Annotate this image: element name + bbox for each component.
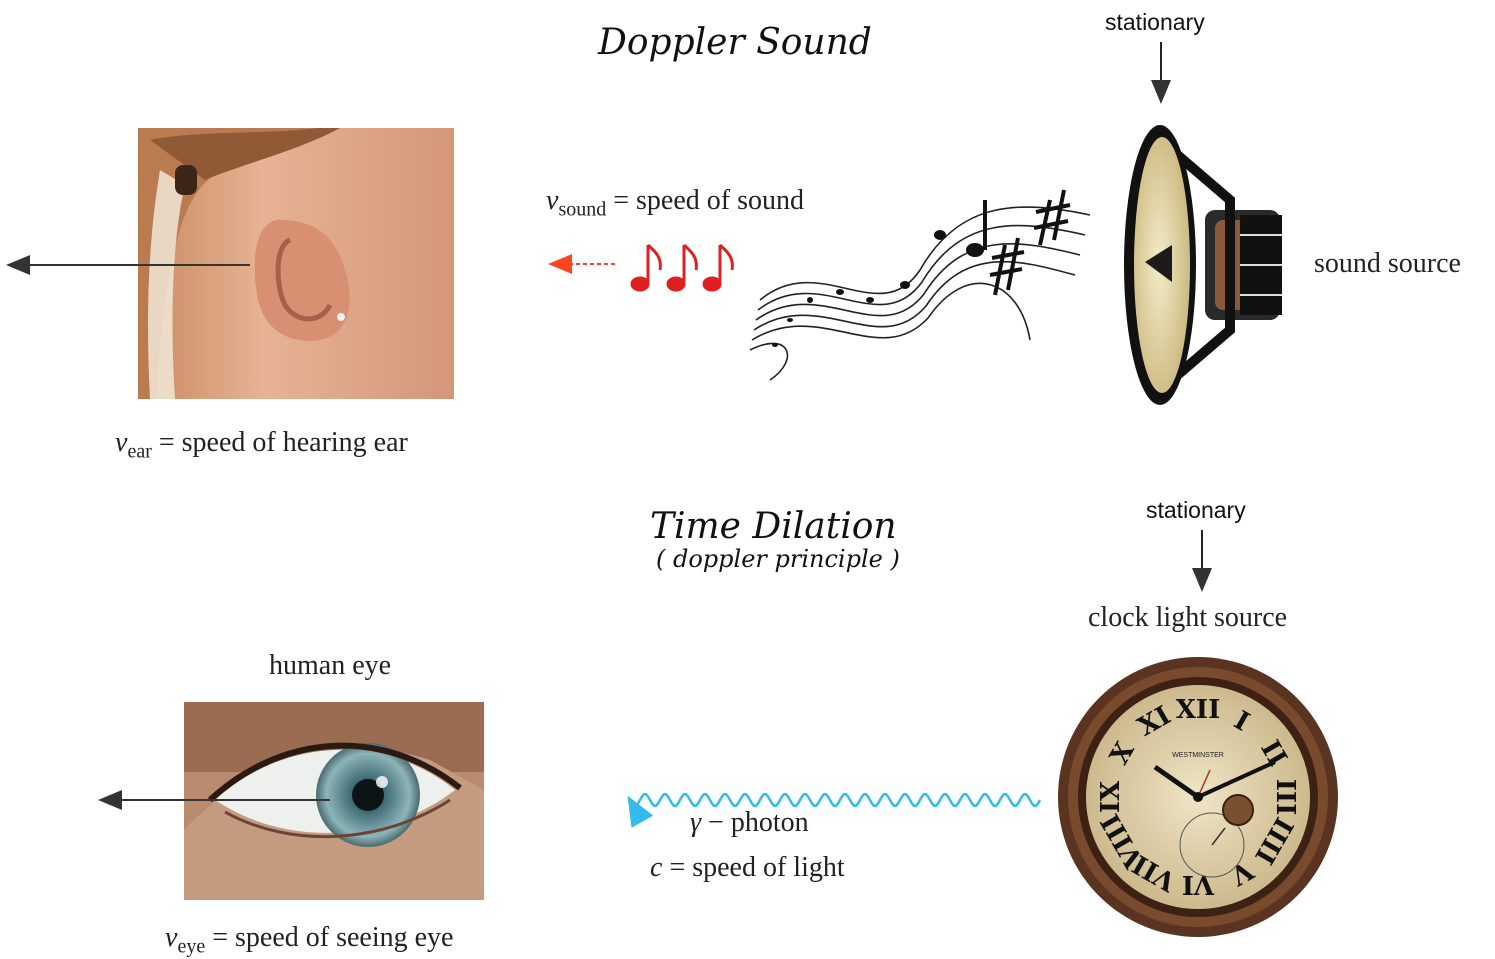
doppler-title: Doppler Sound — [598, 22, 872, 63]
clock-stationary-label: stationary — [1146, 497, 1246, 524]
ear-photo — [138, 128, 454, 399]
v-sound-symbol: v — [546, 185, 558, 216]
clock-numeral: IX — [1096, 780, 1126, 813]
speaker-stationary-label: stationary — [1105, 9, 1205, 36]
clock-light-source-label: clock light source — [1088, 602, 1287, 634]
music-notes-icon — [631, 245, 732, 291]
clock-icon: XIIIIIIIIIIIIVVIVIIVIIIIXXXI WESTMINSTER — [1058, 657, 1338, 937]
photon-label: γ − photon — [690, 807, 809, 839]
v-ear-symbol: v — [115, 427, 127, 458]
v-sound-label: vsound = speed of sound — [546, 185, 804, 222]
human-eye-label: human eye — [269, 650, 391, 682]
c-symbol: c — [650, 852, 662, 883]
v-eye-label: veye = speed of seeing eye — [165, 922, 453, 959]
photon-symbol: γ — [690, 807, 701, 838]
clock-brand: WESTMINSTER — [1172, 752, 1224, 759]
c-text: = speed of light — [669, 852, 844, 883]
v-eye-subscript: eye — [177, 936, 205, 958]
speed-of-light-label: c = speed of light — [650, 852, 845, 884]
time-dilation-subtitle: ( doppler principle ) — [656, 545, 900, 573]
time-dilation-title: Time Dilation — [650, 506, 897, 547]
v-ear-subscript: ear — [127, 441, 151, 463]
v-ear-text: = speed of hearing ear — [159, 427, 408, 458]
v-sound-text: = speed of sound — [613, 185, 804, 216]
clock-numeral: XII — [1176, 695, 1221, 725]
v-eye-symbol: v — [165, 922, 177, 953]
photon-wave — [630, 794, 1040, 805]
speaker-icon — [1124, 125, 1282, 405]
v-sound-subscript: sound — [558, 199, 606, 221]
clock-numeral: III — [1270, 779, 1300, 816]
photon-text: − photon — [708, 807, 809, 838]
v-ear-label: vear = speed of hearing ear — [115, 427, 408, 464]
sound-source-label: sound source — [1314, 248, 1461, 280]
v-eye-text: = speed of seeing eye — [212, 922, 453, 953]
